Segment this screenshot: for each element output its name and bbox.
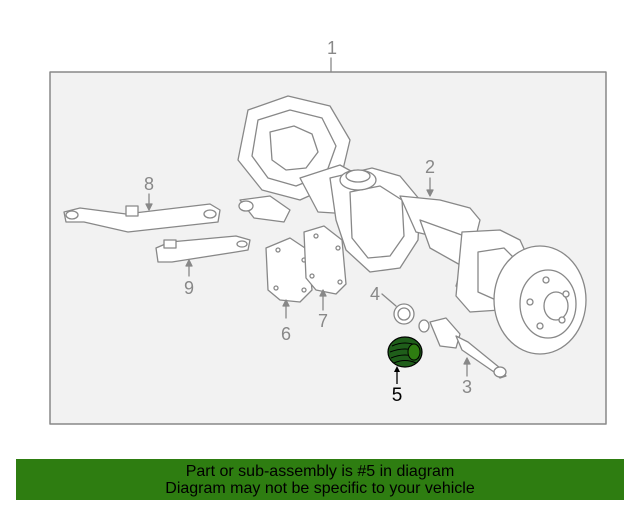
part-7-cover [303, 225, 347, 295]
callout-7-label: 7 [317, 311, 329, 331]
callout-4-label: 4 [369, 284, 381, 304]
part-8-bracket [63, 203, 221, 233]
callout-1-label: 1 [326, 38, 338, 58]
callout-9-label: 9 [183, 278, 195, 298]
axle-assembly [237, 95, 587, 355]
callout-2-label: 2 [424, 157, 436, 177]
banner-line-2: Diagram may not be specific to your vehi… [165, 479, 475, 497]
callout-4-leader [381, 293, 397, 307]
banner-line-1: Part or sub-assembly is #5 in diagram [185, 462, 455, 480]
callout-8-label: 8 [143, 174, 155, 194]
callout-6-label: 6 [280, 324, 292, 344]
part-9-bracket [155, 235, 251, 263]
part-3-axle-shaft [418, 317, 507, 379]
part-5-boot-highlight [387, 336, 423, 368]
part-4-ring [393, 303, 415, 325]
callout-3-label: 3 [461, 377, 473, 397]
callout-5-label[interactable]: 5 [391, 385, 403, 406]
part-info-banner: Part or sub-assembly is #5 in diagram Di… [16, 459, 624, 500]
